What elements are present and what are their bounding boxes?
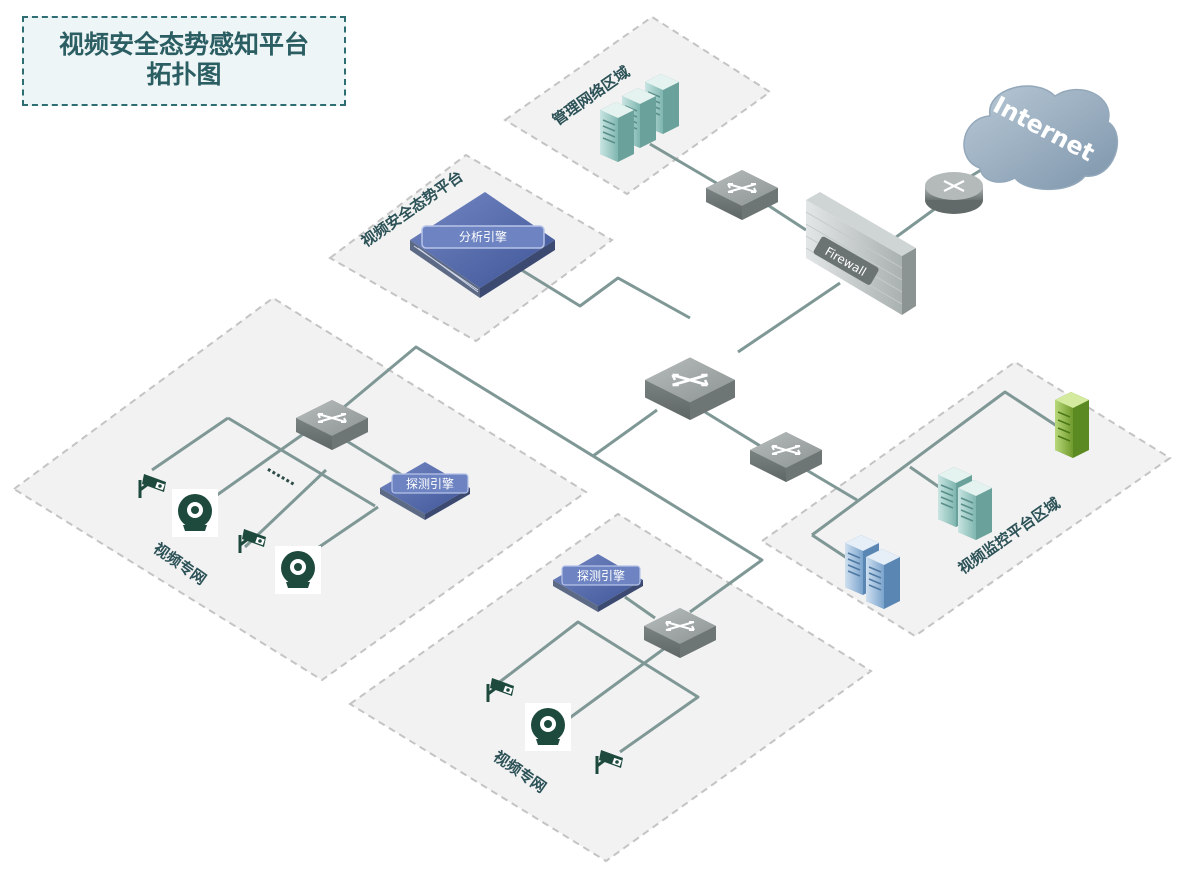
analysis-engine: 分析引擎: [410, 192, 555, 298]
link-coreswitch-firewall: [737, 281, 841, 354]
link-left-probe: [344, 438, 411, 482]
link-bottom-probe: [624, 595, 656, 620]
link-mgmt-switch: [649, 142, 719, 186]
router: [925, 172, 983, 214]
zone-video-network-left: 视频专网: [12, 296, 588, 682]
analysis-engine-label: 分析引擎: [459, 229, 507, 244]
link-engine-coreswitch: [514, 264, 691, 320]
link-left-trunk: [331, 345, 764, 614]
router-arrows-icon: [943, 180, 965, 192]
probe-engine-left-label: 探测引擎: [406, 476, 454, 491]
internet-cloud: Internet: [963, 85, 1118, 191]
link-left-cam2: [243, 468, 328, 549]
diagram-title-line2: 拓扑图: [146, 60, 222, 89]
probe-engine-bottom-label: 探测引擎: [577, 568, 625, 583]
firewall: Firewall: [805, 192, 916, 315]
link-bottom-webcam: [559, 646, 666, 727]
switch-core: [643, 356, 737, 422]
webcam-bottom-icon: [525, 703, 571, 751]
probe-engine-bottom: 探测引擎: [553, 554, 643, 612]
diagram-title-line1: 视频安全态势感知平台: [58, 30, 309, 59]
switch-management: [704, 168, 780, 222]
link-coreswitch-switch4: [704, 410, 771, 454]
webcam-left-2-icon: [275, 546, 321, 594]
monitor-server-green: [1054, 391, 1090, 459]
link-monitor-bus: [811, 390, 1064, 537]
webcam-left-1-icon: [172, 489, 218, 537]
link-left-cam-bus: [151, 416, 376, 508]
link-coreswitch-down: [592, 408, 658, 458]
diagram-title-box: 视频安全态势感知平台 拓扑图: [22, 16, 346, 106]
link-bottom-cam-bus: [496, 620, 700, 754]
probe-engine-left: 探测引擎: [380, 462, 470, 520]
